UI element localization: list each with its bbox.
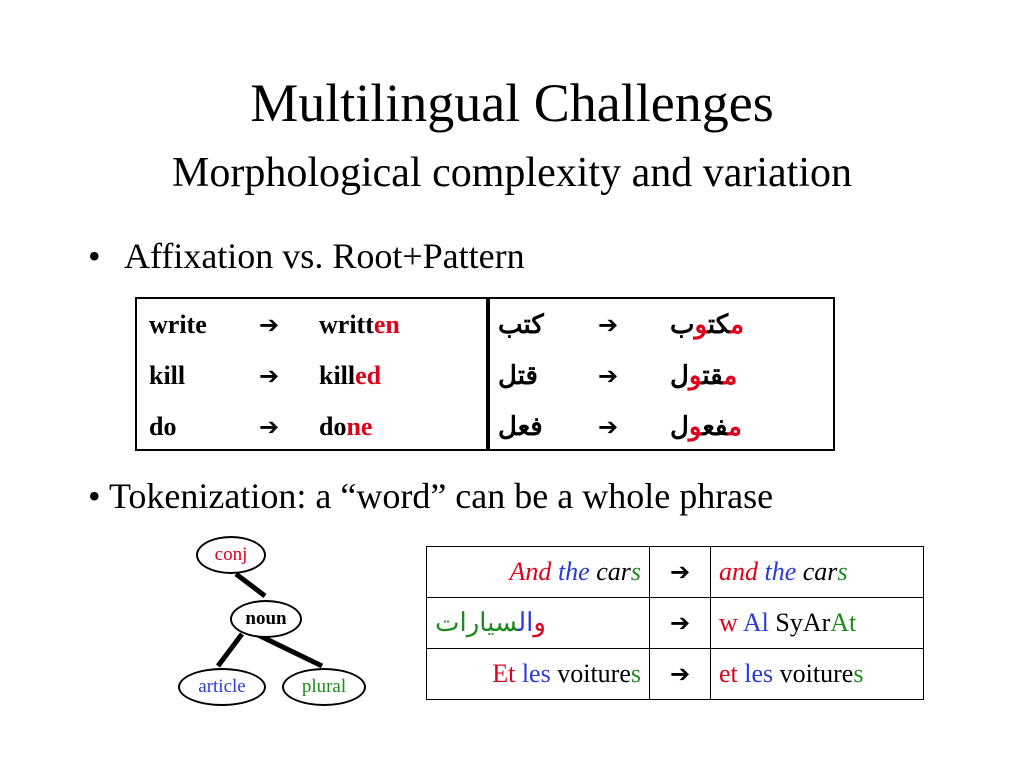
arabic-row: قتل ➔ مقتول (490, 356, 835, 396)
bullet-marker: • (88, 236, 101, 276)
arrow-icon: ➔ (259, 362, 280, 390)
node-plural: plural (282, 668, 366, 706)
arrow-icon: ➔ (649, 546, 711, 598)
bullet-affixation: • Affixation vs. Root+Pattern (88, 234, 525, 278)
arabic-row: كتب ➔ مكتوب (490, 305, 835, 345)
arrow-icon: ➔ (598, 362, 619, 390)
arrow-icon: ➔ (598, 311, 619, 339)
edge-conj-noun (234, 572, 267, 598)
arabic-root: كتب (498, 310, 544, 339)
english-derived: done (319, 412, 373, 441)
node-conj: conj (196, 536, 266, 574)
english-base: kill (149, 361, 186, 390)
english-row: kill ➔ killed (137, 356, 486, 396)
english-derived: killed (319, 361, 382, 390)
english-derived: written (319, 310, 400, 339)
table-divider (486, 299, 490, 449)
tokenization-table: And the cars ➔ and the cars والسيارات ➔ … (426, 546, 924, 700)
english-base: do (149, 412, 177, 441)
table-row: Et les voitures ➔ et les voitures (426, 648, 924, 700)
edge-noun-plural (254, 631, 324, 669)
table-row: And the cars ➔ and the cars (426, 546, 924, 598)
english-row: do ➔ done (137, 407, 486, 447)
arrow-icon: ➔ (598, 413, 619, 441)
morpheme-tree: conj noun article plural (170, 530, 390, 710)
node-article: article (178, 668, 266, 706)
table-row: والسيارات ➔ w Al SyArAt (426, 597, 924, 649)
arrow-icon: ➔ (259, 311, 280, 339)
arabic-transliteration: w Al SyArAt (710, 597, 924, 649)
arabic-root: قتل (498, 361, 538, 390)
arrow-icon: ➔ (649, 597, 711, 649)
slide-subtitle: Morphological complexity and variation (172, 150, 852, 196)
bullet-affixation-text: Affixation vs. Root+Pattern (124, 236, 525, 276)
english-row: write ➔ written (137, 305, 486, 345)
arabic-derived: مكتوب (670, 310, 745, 339)
edge-noun-article (216, 632, 244, 668)
arrow-icon: ➔ (259, 413, 280, 441)
french-tokens: et les voitures (710, 648, 924, 700)
english-phrase: And the cars (426, 546, 650, 598)
arrow-icon: ➔ (649, 648, 711, 700)
node-noun: noun (230, 600, 302, 638)
morphology-table: write ➔ written kill ➔ killed do ➔ done … (135, 297, 835, 451)
tree-edges (216, 572, 324, 669)
arabic-row: فعل ➔ مفعول (490, 407, 835, 447)
arabic-derived: مقتول (670, 361, 738, 390)
french-phrase: Et les voitures (426, 648, 650, 700)
bullet-tokenization: • Tokenization: a “word” can be a whole … (88, 476, 774, 516)
english-base: write (149, 310, 207, 339)
arabic-phrase: والسيارات (426, 597, 650, 649)
english-tokens: and the cars (710, 546, 924, 598)
slide-title: Multilingual Challenges (250, 73, 774, 133)
arabic-root: فعل (498, 412, 543, 441)
arabic-derived: مفعول (670, 412, 742, 441)
